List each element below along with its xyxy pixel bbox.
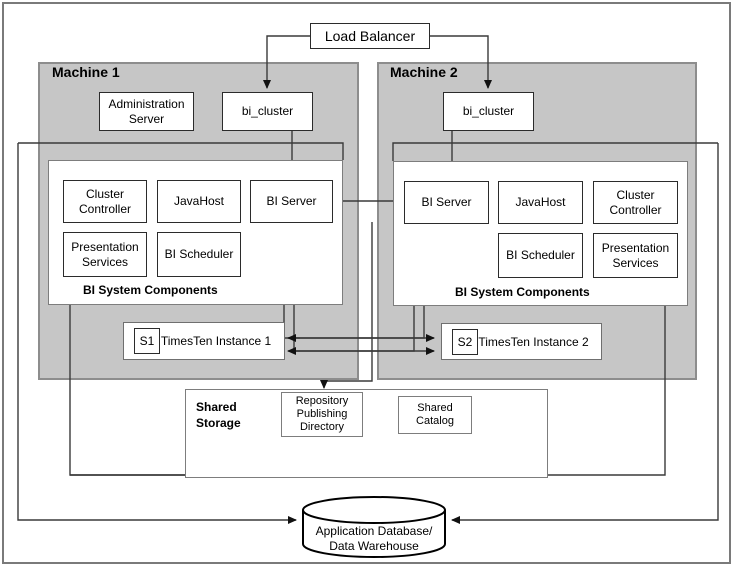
timesten-instance-1-label: TimesTen Instance 1 bbox=[160, 334, 272, 348]
shared-catalog-box[interactable]: Shared Catalog bbox=[398, 396, 472, 434]
machine-2-javahost-label: JavaHost bbox=[515, 195, 566, 210]
shared-storage-label-line1: Shared bbox=[196, 400, 237, 414]
repository-line3: Directory bbox=[299, 420, 344, 433]
repository-line2: Publishing bbox=[296, 408, 348, 421]
timesten-2-badge: S2 bbox=[452, 328, 478, 355]
machine-1-system-components-label: BI System Components bbox=[83, 283, 218, 297]
machine-2-cluster-controller-label: Cluster Controller bbox=[609, 188, 662, 217]
shared-storage-container bbox=[185, 389, 548, 478]
administration-server-box[interactable]: Administration Server bbox=[99, 92, 194, 131]
machine-2-bi-scheduler-box[interactable]: BI Scheduler bbox=[498, 233, 583, 278]
machine-2-presentation-services-box[interactable]: Presentation Services bbox=[593, 233, 678, 278]
machine-1-javahost-label: JavaHost bbox=[173, 194, 225, 209]
machine-1-javahost-box[interactable]: JavaHost bbox=[157, 180, 241, 223]
machine-1-bi-cluster-box[interactable]: bi_cluster bbox=[222, 92, 313, 131]
machine-2-label: Machine 2 bbox=[390, 64, 458, 80]
database-line1: Application Database/ bbox=[315, 524, 433, 538]
machine-1-bi-server-box[interactable]: BI Server bbox=[250, 180, 333, 223]
database-line2: Data Warehouse bbox=[329, 539, 419, 553]
load-balancer-box[interactable]: Load Balancer bbox=[310, 23, 430, 49]
machine-2-bi-cluster-box[interactable]: bi_cluster bbox=[443, 92, 534, 131]
shared-catalog-line2: Catalog bbox=[416, 415, 454, 427]
application-database-cylinder[interactable] bbox=[301, 496, 447, 558]
application-database-label: Application Database/ Data Warehouse bbox=[301, 524, 447, 554]
machine-1-presentation-services-label: Presentation Services bbox=[71, 240, 139, 269]
machine-2-bi-cluster-label: bi_cluster bbox=[462, 104, 515, 119]
repository-publishing-directory-box[interactable]: Repository Publishing Directory bbox=[281, 392, 363, 437]
shared-storage-label: Shared Storage bbox=[196, 400, 241, 431]
machine-2-bi-server-label: BI Server bbox=[421, 195, 472, 210]
machine-1-label: Machine 1 bbox=[52, 64, 120, 80]
repository-line1: Repository bbox=[295, 395, 349, 408]
machine-1-bi-cluster-label: bi_cluster bbox=[241, 104, 294, 119]
timesten-1-badge: S1 bbox=[134, 328, 160, 354]
machine-2-javahost-box[interactable]: JavaHost bbox=[498, 181, 583, 224]
machine-1-cluster-controller-label: Cluster Controller bbox=[78, 187, 132, 216]
machine-1-bi-scheduler-box[interactable]: BI Scheduler bbox=[157, 232, 241, 277]
machine-2-presentation-services-label: Presentation Services bbox=[601, 241, 670, 270]
shared-catalog-line1: Shared bbox=[417, 402, 453, 415]
machine-2-cluster-controller-box[interactable]: Cluster Controller bbox=[593, 181, 678, 224]
machine-1-bi-server-label: BI Server bbox=[266, 194, 317, 209]
machine-2-system-components-label: BI System Components bbox=[455, 285, 590, 299]
machine-1-presentation-services-box[interactable]: Presentation Services bbox=[63, 232, 147, 277]
administration-server-label: Administration Server bbox=[108, 97, 185, 126]
timesten-instance-2-box[interactable]: S2 TimesTen Instance 2 bbox=[441, 323, 602, 360]
machine-1-bi-scheduler-label: BI Scheduler bbox=[164, 247, 234, 262]
machine-1-cluster-controller-box[interactable]: Cluster Controller bbox=[63, 180, 147, 223]
machine-2-bi-scheduler-label: BI Scheduler bbox=[506, 248, 575, 263]
shared-storage-label-line2: Storage bbox=[196, 415, 241, 430]
timesten-instance-1-box[interactable]: S1 TimesTen Instance 1 bbox=[123, 322, 285, 360]
machine-2-bi-server-box[interactable]: BI Server bbox=[404, 181, 489, 224]
timesten-instance-2-label: TimesTen Instance 2 bbox=[478, 334, 589, 349]
